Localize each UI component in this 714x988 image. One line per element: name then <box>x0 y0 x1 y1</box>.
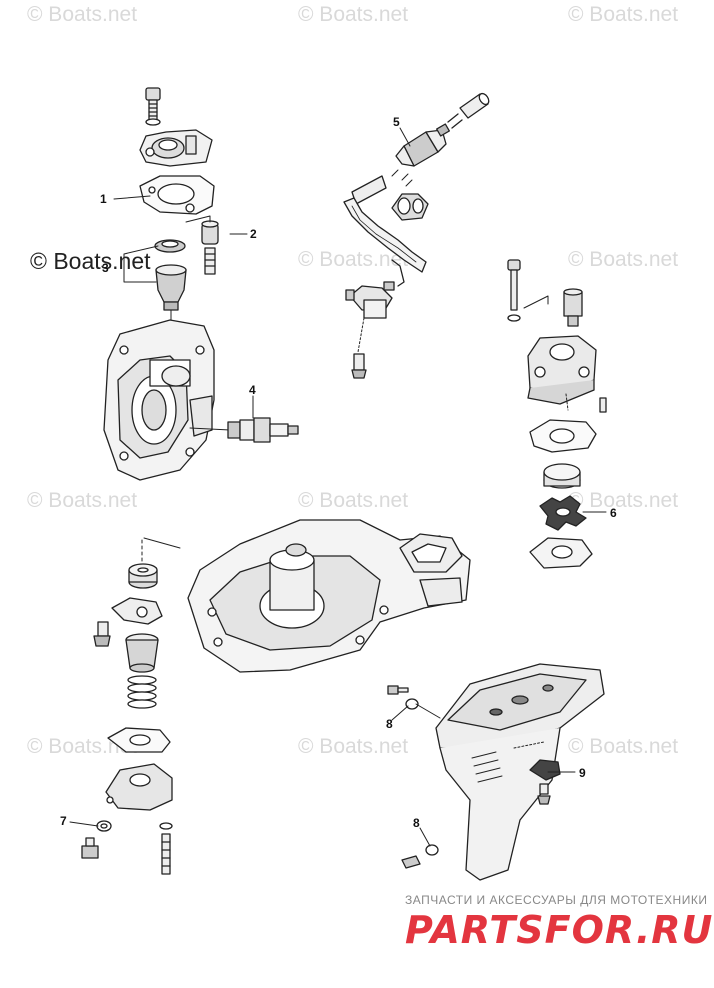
callout-1: 1 <box>100 192 107 206</box>
callout-9: 9 <box>579 766 586 780</box>
hose-clip <box>391 193 429 221</box>
left-gasket <box>107 727 171 753</box>
spark-plug-part-4 <box>227 417 299 443</box>
left-grommet <box>128 563 158 589</box>
lower-casing <box>435 663 605 881</box>
impeller-part-6 <box>539 495 587 531</box>
fuel-hose <box>343 175 427 273</box>
screw-lower <box>401 855 421 869</box>
callout-2: 2 <box>250 227 257 241</box>
anode-part-9 <box>529 759 561 805</box>
impeller-insert <box>543 463 581 489</box>
small-bolt <box>204 247 216 275</box>
thermostat-cover <box>139 129 213 167</box>
crankcase <box>187 519 471 673</box>
top-washer <box>145 118 161 126</box>
hose-end <box>447 92 490 129</box>
cylinder-head <box>103 319 215 481</box>
screw-part-8 <box>387 685 409 695</box>
washer-part-8 <box>425 844 439 856</box>
callout-8-upper: 8 <box>386 717 393 731</box>
thermostat-part-3 <box>155 264 187 311</box>
sleeve-part-2 <box>201 220 219 245</box>
leader-lines <box>69 127 607 847</box>
spring <box>127 675 157 709</box>
callout-6: 6 <box>610 506 617 520</box>
washer-part-7 <box>96 820 112 832</box>
thermostat-seal-part-3 <box>154 239 186 253</box>
callout-7: 7 <box>60 814 67 828</box>
water-tube-grommet <box>563 288 583 327</box>
fuel-filter-part-5 <box>395 123 450 167</box>
connector-screw <box>351 353 367 379</box>
top-bolt <box>145 87 161 121</box>
pump-housing <box>527 335 597 405</box>
pump-bolt <box>507 259 521 311</box>
pump-plate <box>529 537 593 569</box>
left-screw <box>93 621 111 647</box>
long-bolt <box>159 822 173 875</box>
brand-logo: PARTSFOR.RU <box>405 908 714 952</box>
pump-gasket <box>529 419 597 453</box>
callout-8-lower: 8 <box>413 816 420 830</box>
callout-3: 3 <box>102 261 109 275</box>
cover-gasket <box>139 175 215 215</box>
fuel-connector <box>345 259 405 319</box>
callout-5: 5 <box>393 115 400 129</box>
left-cover <box>105 763 173 811</box>
left-thermostat <box>125 633 159 673</box>
brand-tagline: ЗАПЧАСТИ И АКСЕССУАРЫ ДЛЯ МОТОТЕХНИКИ <box>405 893 708 907</box>
left-plate <box>111 597 163 625</box>
drain-screw <box>81 837 99 859</box>
callout-4: 4 <box>249 383 256 397</box>
